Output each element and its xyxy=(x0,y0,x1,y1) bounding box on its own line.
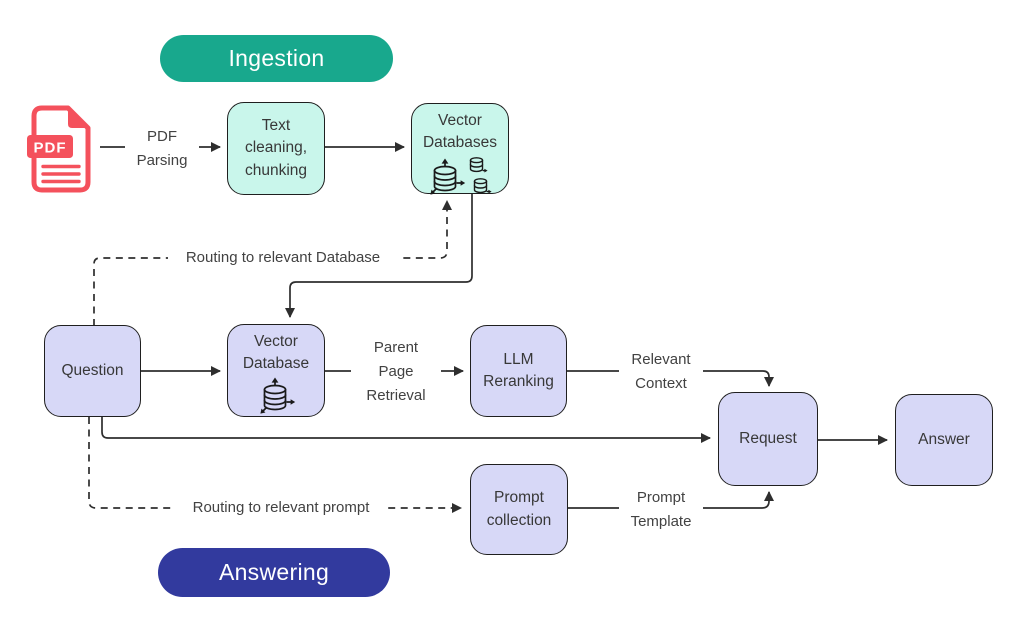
edge-vectordbs-to-vectordb xyxy=(285,193,473,318)
edge-label-prompt-template: Prompt Template xyxy=(619,485,703,535)
edge-prompt-to-request xyxy=(568,491,774,509)
node-text-cleaning: Text cleaning, chunking xyxy=(227,102,325,195)
edge-routing-prompt-dashed xyxy=(88,417,462,513)
node-llm-reranking: LLM Reranking xyxy=(470,325,567,417)
edge-question-to-request xyxy=(101,417,711,443)
database-small-icon xyxy=(473,178,493,195)
node-vector-databases: Vector Databases xyxy=(411,103,509,196)
edge-label-relevant-context: Relevant Context xyxy=(619,347,703,397)
database-small-icon xyxy=(469,157,489,174)
node-text-cleaning-label: Text cleaning, chunking xyxy=(244,116,308,179)
node-answer-label: Answer xyxy=(918,430,970,448)
node-question-label: Question xyxy=(61,361,124,379)
edge-label-routing-database: Routing to relevant Database xyxy=(168,247,398,269)
edge-llm-to-request xyxy=(567,370,774,387)
node-vector-database-label: Vector Database xyxy=(242,333,310,373)
node-prompt-collection: Prompt collection xyxy=(470,464,568,555)
node-llm-reranking-label: LLM Reranking xyxy=(483,350,554,390)
node-prompt-collection-label: Prompt collection xyxy=(486,489,552,529)
node-question: Question xyxy=(44,325,141,417)
node-answer: Answer xyxy=(895,394,993,486)
database-sync-icon xyxy=(429,157,467,196)
answering-section-label: Answering xyxy=(218,559,330,585)
ingestion-section-pill: Ingestion xyxy=(160,35,393,82)
edge-label-routing-prompt: Routing to relevant prompt xyxy=(175,497,387,519)
node-vector-database: Vector Database xyxy=(227,324,325,417)
database-sync-icon xyxy=(259,376,297,415)
edge-label-pdf-parsing: PDF Parsing xyxy=(125,125,199,173)
vector-databases-icon-cluster xyxy=(427,156,493,198)
edge-label-parent-page-retrieval: Parent Page Retrieval xyxy=(351,336,441,408)
pdf-file-icon: PDF xyxy=(26,104,100,194)
node-request: Request xyxy=(718,392,818,486)
node-vector-databases-label: Vector Databases xyxy=(422,112,498,152)
node-request-label: Request xyxy=(739,429,797,447)
answering-section-pill: Answering xyxy=(158,548,390,597)
ingestion-section-label: Ingestion xyxy=(228,45,325,71)
pdf-badge-text: PDF xyxy=(34,140,67,157)
vector-database-icon xyxy=(256,376,297,415)
